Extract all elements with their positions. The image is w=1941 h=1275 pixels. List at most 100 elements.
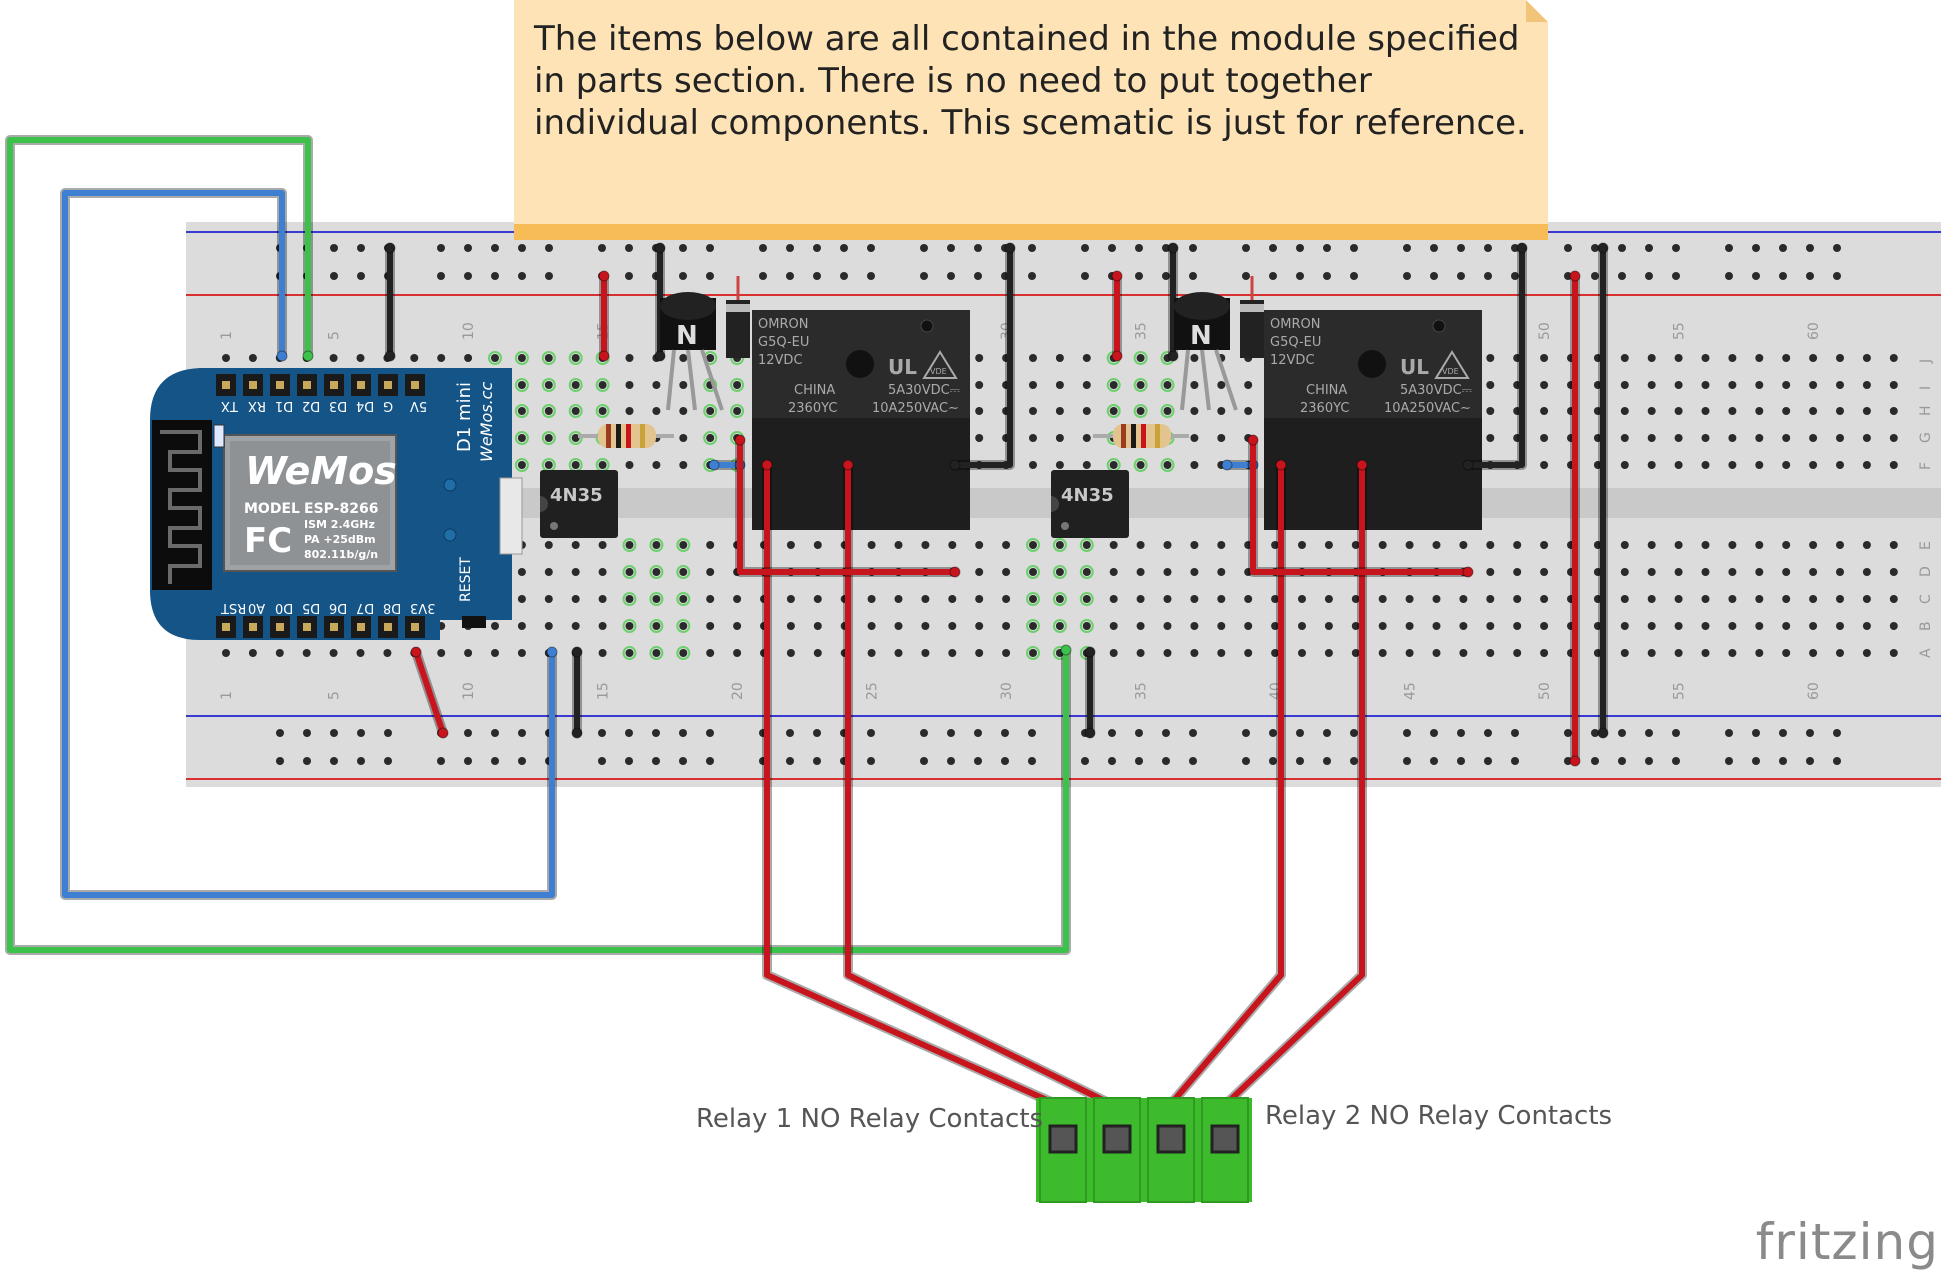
breadboard-hole: [948, 622, 957, 630]
breadboard-hole: [222, 354, 230, 362]
blue-wire: [62, 190, 555, 898]
resistor-band: [1141, 424, 1146, 448]
breadboard-hole: [1109, 541, 1118, 549]
connected-hole: [622, 646, 637, 660]
connected-hole: [1133, 458, 1148, 472]
blue-wire-end: [546, 646, 558, 658]
rail-hole: [625, 244, 633, 252]
top-pin-label: D4: [356, 398, 374, 413]
breadboard-hole: [1728, 622, 1737, 630]
breadboard-hole: [1540, 622, 1549, 630]
breadboard-hole: [733, 622, 742, 630]
breadboard-hole: [1136, 407, 1145, 415]
rail-hole: [1350, 272, 1358, 280]
breadboard-hole: [1324, 622, 1333, 630]
rail-hole: [1511, 272, 1519, 280]
breadboard-hole: [894, 622, 903, 630]
rail-hole: [1725, 272, 1733, 280]
breadboard-hole: [1755, 568, 1764, 576]
top-pin-label: RX: [248, 398, 266, 413]
pin-pad: [276, 381, 284, 389]
red-wire-end: [1569, 755, 1581, 767]
wemos-mount-hole-2: [443, 528, 457, 542]
breadboard-hole: [1136, 568, 1145, 576]
terminal-block[interactable]: [1036, 1097, 1252, 1203]
relay-2-caption: Relay 2 NO Relay Contacts: [1265, 1101, 1613, 1131]
row-letter: D: [1918, 566, 1934, 577]
breadboard-hole: [1271, 595, 1280, 603]
black-wire-end: [1084, 646, 1096, 658]
breadboard-hole: [652, 407, 661, 415]
rail-hole: [357, 729, 365, 737]
breadboard-hole: [1701, 381, 1710, 389]
breadboard-hole: [1378, 649, 1387, 657]
breadboard-hole: [1190, 461, 1199, 469]
breadboard-hole: [1486, 595, 1495, 603]
rail-hole: [1242, 729, 1250, 737]
rail-hole: [679, 729, 687, 737]
rail-hole: [706, 729, 714, 737]
rail-hole: [1269, 272, 1277, 280]
breadboard-hole: [1620, 434, 1629, 442]
breadboard-hole: [1459, 541, 1468, 549]
breadboard-hole: [921, 622, 930, 630]
row-letter: A: [1918, 648, 1934, 658]
breadboard-hole: [706, 595, 715, 603]
blue-wire-end: [276, 350, 288, 362]
wemos-spec-3: 802.11b/g/n: [304, 548, 378, 561]
top-pin-label: D3: [329, 398, 347, 413]
rail-hole: [1725, 729, 1733, 737]
wemos-led: [213, 424, 225, 448]
rail-hole: [1484, 272, 1492, 280]
breadboard-hole: [1889, 381, 1898, 389]
breadboard-hole: [652, 381, 661, 389]
breadboard-hole: [1190, 622, 1199, 630]
breadboard-hole: [1540, 649, 1549, 657]
relay-vde-triangle: [922, 350, 958, 379]
rail-hole: [706, 272, 714, 280]
notch: [1051, 496, 1059, 512]
breadboard-hole: [1486, 354, 1495, 362]
breadboard-hole: [383, 649, 392, 657]
breadboard-hole: [1862, 354, 1871, 362]
rail-hole: [786, 244, 794, 252]
optocoupler-4n35: [540, 470, 618, 538]
relay-lower: [1264, 418, 1482, 530]
breadboard-hole: [517, 461, 526, 469]
transistor-label: N: [676, 321, 698, 351]
rail-hole: [384, 729, 392, 737]
wemos-d1-mini-board[interactable]: WeMos MODEL ESP-8266 FC ISM 2.4GHz PA +2…: [150, 368, 523, 640]
rail-hole: [1403, 272, 1411, 280]
pin-pad: [249, 623, 257, 631]
rail-hole: [1296, 272, 1304, 280]
breadboard-hole: [1593, 407, 1602, 415]
rail-hole: [1269, 729, 1277, 737]
column-number-top: 55: [1672, 322, 1688, 340]
breadboard-hole: [1082, 622, 1091, 630]
rail-hole: [1135, 272, 1143, 280]
rail-hole: [1752, 729, 1760, 737]
rail-hole: [518, 729, 526, 737]
bottom-pin-label: D8: [383, 600, 401, 615]
breadboard-hole: [1728, 595, 1737, 603]
antenna-trace: [160, 430, 202, 584]
red-wire-end: [949, 566, 961, 578]
breadboard-hole: [679, 541, 688, 549]
connected-hole: [649, 565, 664, 579]
rail-hole: [1752, 272, 1760, 280]
rail-hole: [1189, 272, 1197, 280]
breadboard-hole: [1809, 595, 1818, 603]
reset-button[interactable]: [462, 616, 486, 628]
rail-hole: [1028, 729, 1036, 737]
bottom-pin-label: D0: [275, 600, 293, 615]
breadboard-hole: [1190, 407, 1199, 415]
breadboard-hole: [1163, 381, 1172, 389]
breadboard-hole: [975, 622, 984, 630]
rail-hole: [813, 729, 821, 737]
rail-hole: [1672, 244, 1680, 252]
black-wire-end: [1597, 242, 1609, 254]
rail-hole: [1403, 757, 1411, 765]
breadboard-hole: [571, 568, 580, 576]
transistor-leg: [666, 349, 676, 411]
connected-hole: [730, 404, 745, 418]
